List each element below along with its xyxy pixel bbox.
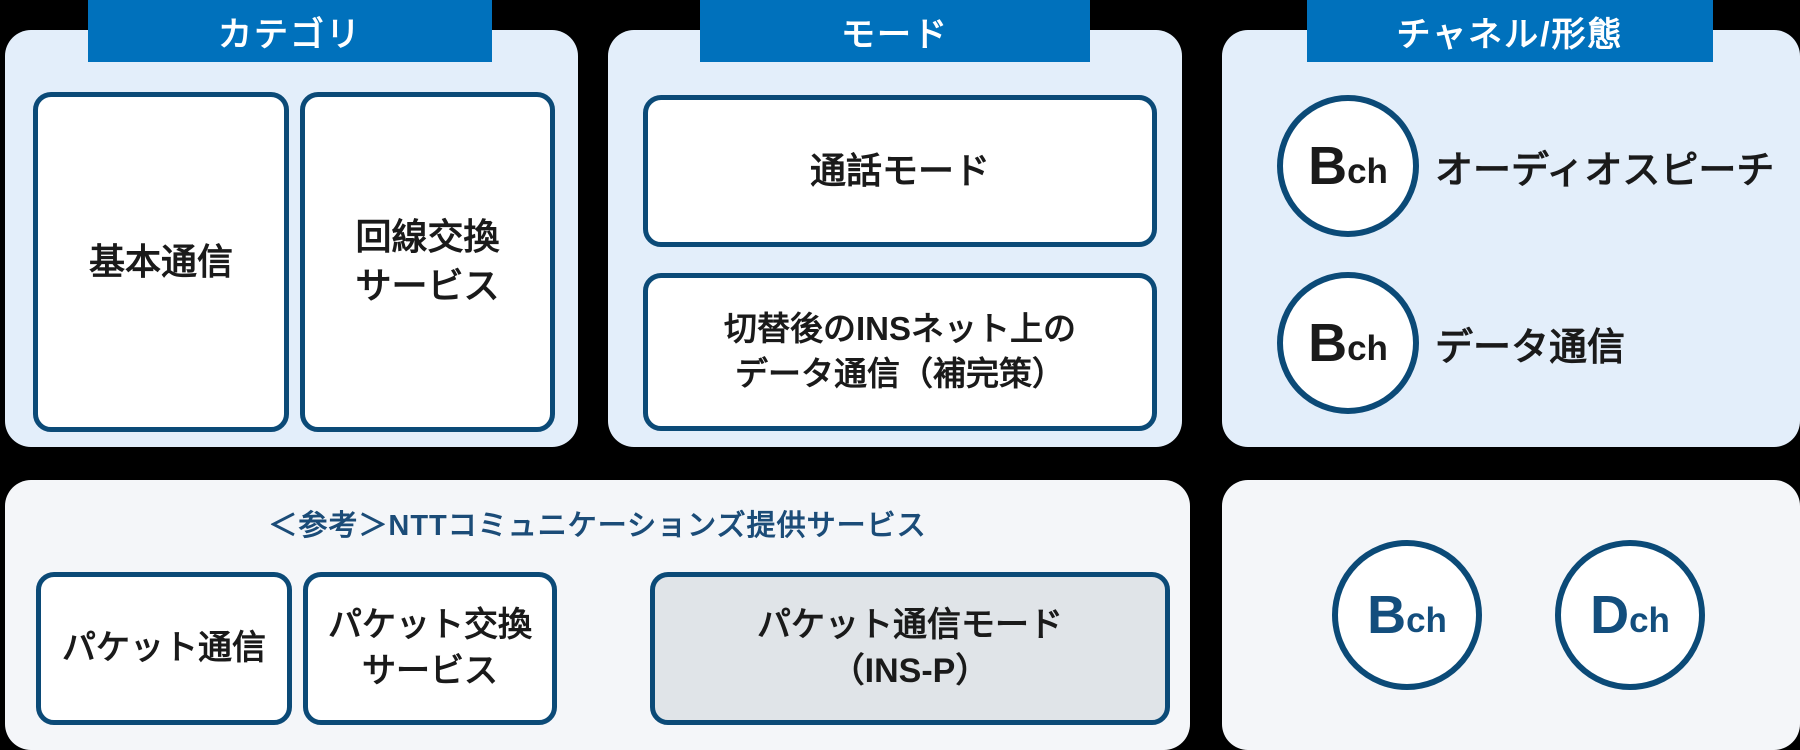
mode-column-header: モード xyxy=(700,0,1090,62)
call-mode-box: 通話モード xyxy=(643,95,1157,247)
reference-title: ＜参考＞NTTコミュニケーションズ提供サービス xyxy=(268,510,927,542)
packet-communication-box: パケット通信 xyxy=(36,572,292,725)
audio-speech-label: オーディオスピーチ xyxy=(1435,149,1775,192)
channel-letter: B xyxy=(1308,313,1348,373)
data-communication-label: データ通信 xyxy=(1435,326,1626,369)
mode-panel: 通話モード 切替後のINSネット上の データ通信（補完策） xyxy=(608,30,1182,447)
reference-panel: ＜参考＞NTTコミュニケーションズ提供サービス パケット通信 パケット交換 サー… xyxy=(5,480,1190,750)
channel-suffix: ch xyxy=(1347,328,1388,368)
basic-communication-box: 基本通信 xyxy=(33,92,289,432)
category-panel: 基本通信 回線交換 サービス xyxy=(5,30,578,447)
channel-letter: B xyxy=(1367,585,1407,645)
channel-suffix: ch xyxy=(1629,600,1670,640)
channel-letter: B xyxy=(1308,136,1348,196)
data-communication-after-switch-box: 切替後のINSネット上の データ通信（補完策） xyxy=(643,273,1157,431)
category-column-header: カテゴリ xyxy=(88,0,492,62)
channel-column-header: チャネル/形態 xyxy=(1307,0,1713,62)
packet-mode-ins-p-box: パケット通信モード （INS-P） xyxy=(650,572,1170,725)
circuit-switched-service-box: 回線交換 サービス xyxy=(300,92,555,432)
packet-switched-service-box: パケット交換 サービス xyxy=(303,572,557,725)
channel-suffix: ch xyxy=(1406,600,1447,640)
channel-letter: D xyxy=(1590,585,1630,645)
channel-suffix: ch xyxy=(1347,151,1388,191)
